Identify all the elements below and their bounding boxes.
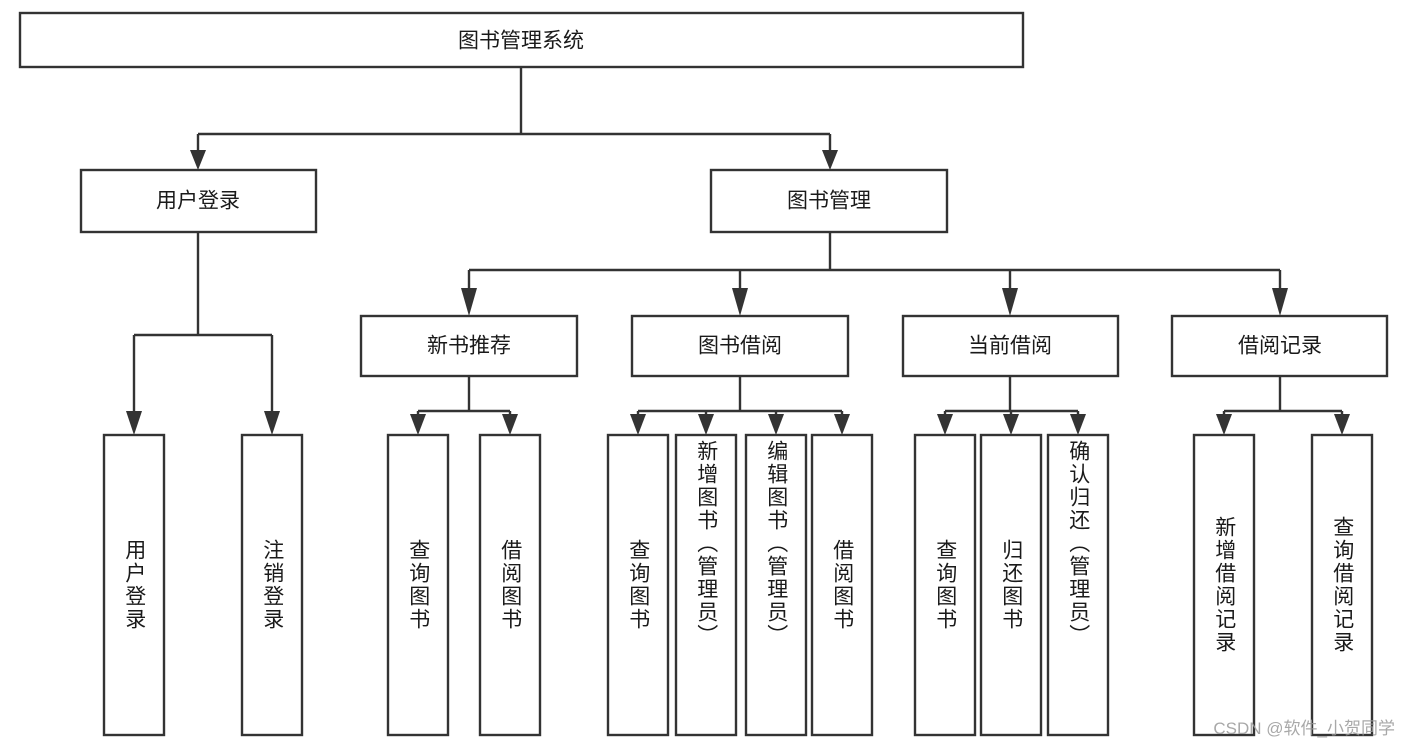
arrow-head-leaf-return-book xyxy=(1003,414,1019,435)
node-layer: 图书管理系统 用户登录 图书管理 新书推荐 图书借阅 当前借阅 借阅记录 xyxy=(18,11,1389,737)
node-leaf-confirm-return-box[interactable] xyxy=(1046,433,1110,737)
arrow-head-leaf-edit-book xyxy=(768,414,784,435)
node-leaf-edit-book-box[interactable] xyxy=(744,433,808,737)
node-borrow-record-label: 借阅记录 xyxy=(1238,335,1322,358)
node-new-book-recommend-box[interactable] xyxy=(359,314,579,378)
node-borrow-record-box[interactable] xyxy=(1170,314,1389,378)
node-book-management-box[interactable] xyxy=(709,168,949,234)
arrow-head-book-management xyxy=(822,150,838,170)
arrow-head-leaf-confirm-return xyxy=(1070,414,1086,435)
watermark-text: CSDN @软件_小贺同学 xyxy=(1213,719,1395,738)
node-leaf-logout-login-box[interactable] xyxy=(240,433,304,737)
node-leaf-return-book-box[interactable] xyxy=(979,433,1043,737)
arrow-head-leaf-query-book-2 xyxy=(630,414,646,435)
node-user-login-box[interactable] xyxy=(79,168,318,234)
node-root-box[interactable] xyxy=(18,11,1025,69)
arrow-head-new-book-recommend xyxy=(461,288,477,316)
node-leaf-query-book-3-box[interactable] xyxy=(913,433,977,737)
node-book-management-label: 图书管理 xyxy=(787,190,871,213)
connector-layer xyxy=(126,67,1350,435)
arrow-head-leaf-query-record xyxy=(1334,414,1350,435)
arrow-head-current-borrow xyxy=(1002,288,1018,316)
node-leaf-query-record-box[interactable] xyxy=(1310,433,1374,737)
arrow-head-leaf-query-book-3 xyxy=(937,414,953,435)
arrow-head-user-login xyxy=(190,150,206,170)
node-root-label: 图书管理系统 xyxy=(458,30,584,53)
node-leaf-user-login-box[interactable] xyxy=(102,433,166,737)
node-leaf-query-book-2-box[interactable] xyxy=(606,433,670,737)
node-current-borrow-box[interactable] xyxy=(901,314,1120,378)
node-book-borrow-label: 图书借阅 xyxy=(698,335,782,358)
node-leaf-add-record-box[interactable] xyxy=(1192,433,1256,737)
arrow-head-leaf-user-login xyxy=(126,411,142,435)
node-leaf-borrow-book-1-box[interactable] xyxy=(478,433,542,737)
arrow-head-borrow-record xyxy=(1272,288,1288,316)
arrow-head-leaf-add-record xyxy=(1216,414,1232,435)
arrow-head-leaf-add-book xyxy=(698,414,714,435)
arrow-head-leaf-query-book-1 xyxy=(410,414,426,435)
node-leaf-borrow-book-2-box[interactable] xyxy=(810,433,874,737)
arrow-head-leaf-logout-login xyxy=(264,411,280,435)
node-current-borrow-label: 当前借阅 xyxy=(968,335,1052,358)
node-leaf-add-book-box[interactable] xyxy=(674,433,738,737)
node-new-book-recommend-label: 新书推荐 xyxy=(427,335,511,358)
node-book-borrow-box[interactable] xyxy=(630,314,850,378)
arrow-head-leaf-borrow-book-1 xyxy=(502,414,518,435)
arrow-head-leaf-borrow-book-2 xyxy=(834,414,850,435)
arrow-head-book-borrow xyxy=(732,288,748,316)
node-leaf-query-book-1-box[interactable] xyxy=(386,433,450,737)
node-user-login-label: 用户登录 xyxy=(156,190,240,213)
